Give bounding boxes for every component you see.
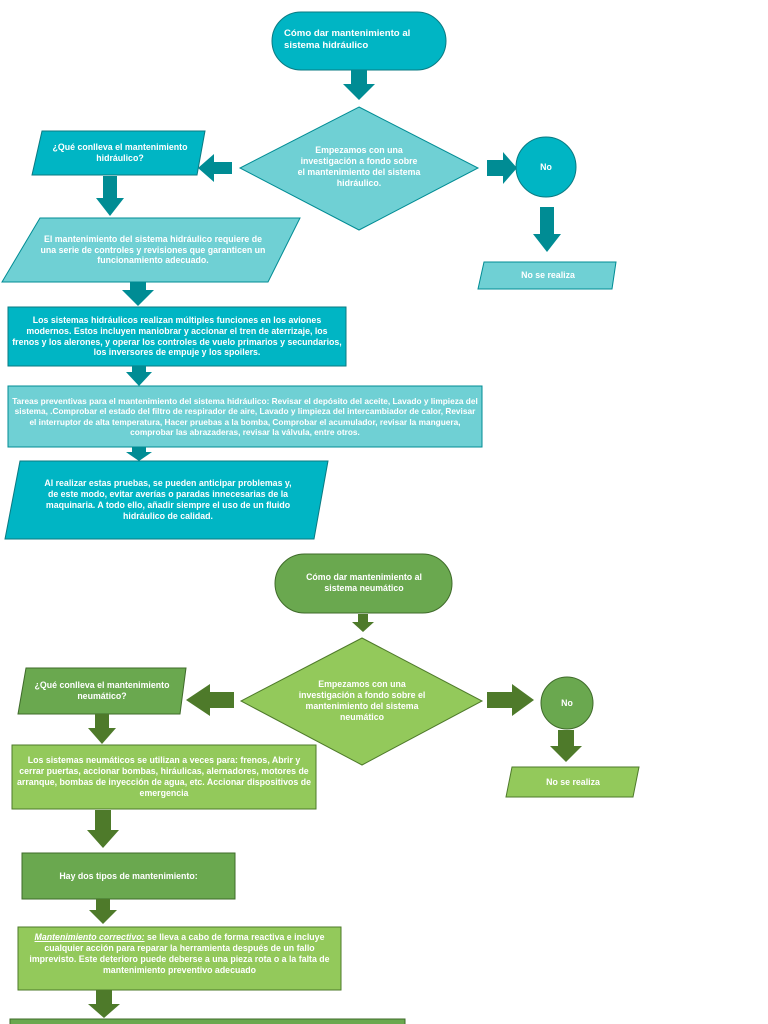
- pneumatic-arrow-left: [186, 684, 234, 716]
- pneumatic-decision-label: Empezamos con una investigación a fondo …: [298, 679, 426, 722]
- pneumatic-arrow-down-4: [89, 899, 117, 924]
- pneumatic-arrow-right: [487, 684, 534, 716]
- pneumatic-arrow-down-5: [88, 990, 120, 1018]
- hydraulic-arrow-down-no: [533, 207, 561, 252]
- pneumatic-title-shape[interactable]: [274, 553, 453, 614]
- pneumatic-no-result-shape[interactable]: [505, 766, 640, 798]
- hydraulic-arrow-down-3: [122, 282, 154, 306]
- pneumatic-step2-shape[interactable]: [21, 852, 236, 900]
- hydraulic-no-circle[interactable]: [515, 136, 577, 198]
- pneumatic-question-label: ¿Qué conlleva el mantenimiento neumático…: [34, 680, 170, 701]
- pneumatic-step3-text: se lleva a cabo de forma reactiva e incl…: [29, 932, 330, 975]
- pneumatic-no-label: No: [561, 697, 573, 708]
- pneumatic-step1-label: Los sistemas neumáticos se utilizan a ve…: [17, 755, 311, 798]
- hydraulic-arrow-down-1: [343, 70, 375, 100]
- hydraulic-no-result-shape[interactable]: [477, 261, 617, 290]
- pneumatic-no-circle[interactable]: [540, 676, 594, 730]
- hydraulic-step1-shape[interactable]: [1, 217, 301, 283]
- hydraulic-arrow-down-2: [96, 176, 124, 216]
- hydraulic-no-result-label: No se realiza: [521, 270, 575, 280]
- pneumatic-arrow-down-no: [550, 730, 582, 762]
- pneumatic-question-shape[interactable]: [17, 667, 187, 715]
- pneumatic-step1-shape[interactable]: [11, 744, 317, 810]
- hydraulic-question-shape[interactable]: [31, 130, 206, 176]
- pneumatic-step3-label: Mantenimiento correctivo: se lleva a cab…: [24, 929, 335, 988]
- hydraulic-decision-label: Empezamos con una investigación a fondo …: [297, 145, 421, 188]
- pneumatic-arrow-down-1: [352, 614, 374, 632]
- hydraulic-decision-shape[interactable]: [238, 106, 480, 231]
- hydraulic-step3-shape[interactable]: [7, 385, 483, 448]
- pneumatic-no-result-label: No se realiza: [546, 776, 600, 787]
- hydraulic-question-label: ¿Qué conlleva el mantenimiento hidráulic…: [52, 142, 188, 163]
- pneumatic-decision-shape[interactable]: [239, 637, 484, 766]
- pneumatic-step3-shape[interactable]: [17, 926, 342, 991]
- hydraulic-title-label: Cómo dar mantenimiento al sistema hidráu…: [284, 28, 411, 51]
- hydraulic-step3-label: Tareas preventivas para el mantenimiento…: [12, 395, 478, 437]
- hydraulic-no-label: No: [540, 161, 552, 172]
- pneumatic-title-label: Cómo dar mantenimiento al sistema neumát…: [306, 572, 422, 593]
- hydraulic-arrow-right: [487, 152, 517, 184]
- hydraulic-step4-label: Al realizar estas pruebas, se pueden ant…: [44, 478, 292, 521]
- hydraulic-step2-shape[interactable]: [7, 306, 347, 367]
- pneumatic-arrow-down-2: [88, 714, 116, 744]
- pneumatic-step2-label: Hay dos tipos de mantenimiento:: [59, 870, 198, 881]
- hydraulic-arrow-left: [198, 154, 232, 182]
- pneumatic-arrow-down-3: [87, 810, 119, 848]
- hydraulic-arrow-down-5: [126, 447, 152, 461]
- hydraulic-step4-shape[interactable]: [4, 460, 329, 540]
- hydraulic-arrow-down-4: [126, 366, 152, 386]
- hydraulic-step2-label: Los sistemas hidráulicos realizan múltip…: [12, 314, 342, 358]
- pneumatic-step3-term: Mantenimiento correctivo:: [34, 932, 145, 942]
- pneumatic-step4-shape-partial: [9, 1018, 406, 1024]
- hydraulic-step1-label: El mantenimiento del sistema hidráulico …: [40, 233, 266, 266]
